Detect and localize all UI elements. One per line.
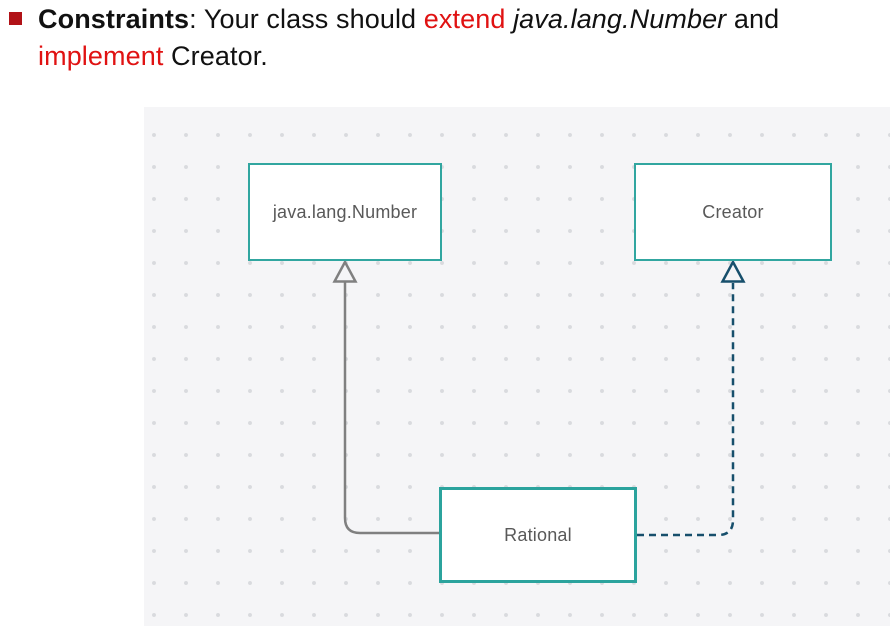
constraints-text-plain-1: : Your class should — [189, 4, 424, 34]
implement-keyword: implement — [38, 41, 164, 71]
bullet-square-icon — [9, 12, 22, 25]
extend-keyword: extend — [423, 4, 514, 34]
hollow-triangle-arrow-icon — [720, 259, 746, 283]
uml-class-java-lang-number[interactable]: java.lang.Number — [248, 163, 442, 261]
java-lang-number-italic: java.lang.Number — [513, 4, 727, 34]
uml-class-label: Creator — [702, 201, 764, 222]
uml-class-label: java.lang.Number — [272, 201, 418, 222]
hollow-triangle-arrow-icon — [332, 259, 358, 283]
uml-class-label: Rational — [504, 524, 572, 545]
uml-class-rational[interactable]: Rational — [439, 487, 637, 583]
constraints-text: Constraints: Your class should extend ja… — [38, 1, 880, 75]
constraints-text-plain-3: Creator. — [163, 41, 268, 71]
uml-interface-creator[interactable]: Creator — [634, 163, 832, 261]
edge-extends — [332, 259, 439, 535]
constraints-word-bold: Constraints — [38, 4, 190, 34]
edge-implements — [637, 259, 746, 537]
uml-diagram-canvas: java.lang.Number Creator Rational — [144, 107, 890, 626]
constraints-text-plain-2: and — [726, 4, 780, 34]
